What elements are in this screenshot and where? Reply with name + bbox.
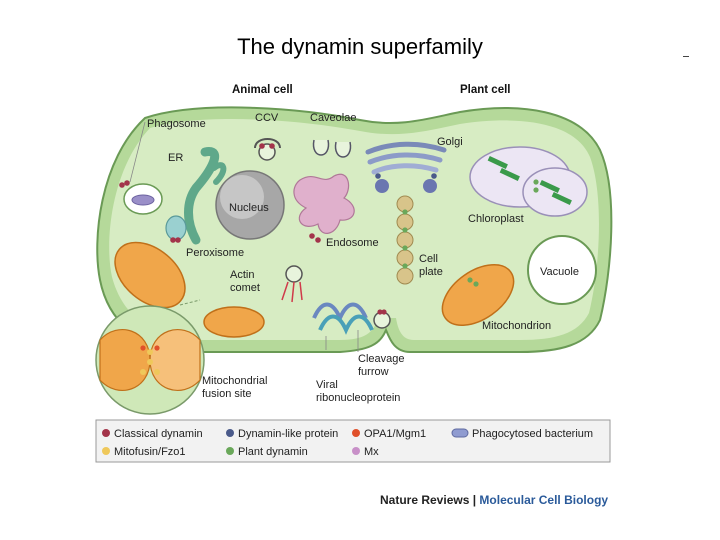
thylakoid-3 [539,179,560,193]
label-cleavage-1: Cleavage [358,353,404,365]
legend-item-mitofusin-fzo1: Mitofusin/Fzo1 [102,446,186,458]
thylakoid-4 [551,191,572,205]
legend-item-opa1-mgm1: OPA1/Mgm1 [352,428,426,440]
cell-plate-vesicle-5 [396,267,414,285]
caveola-2 [334,141,352,158]
ccv-pit [254,138,281,149]
label-fusion-2: fusion site [202,388,252,400]
label-endosome: Endosome [326,237,379,249]
label-viral-2: ribonucleoprotein [316,392,400,404]
golgi-cisterna-2 [367,152,443,165]
legend-item-mx: Mx [352,446,379,458]
caveola-1 [312,139,330,156]
phagocytosed-bacterium [131,194,155,206]
label-nucleus: Nucleus [229,202,269,214]
mitochondrion-animal-2 [203,306,265,338]
actin-comet [285,265,303,283]
header-plant-cell: Plant cell [460,84,511,96]
legend-item-classical-dynamin: Classical dynamin [102,428,203,440]
svg-text:Mitofusin/Fzo1: Mitofusin/Fzo1 [114,446,186,458]
golgi-vesicle-1 [375,179,389,193]
er [184,147,220,245]
stray-dash [683,56,689,57]
vacuole [527,235,597,305]
fusion-zoom-line [179,299,201,306]
mitochondrion-plant [441,264,515,326]
viral-rnp-2 [318,314,374,335]
golgi-cisterna-3 [371,163,439,175]
label-ccv: CCV [255,112,279,124]
label-viral-1: Viral [316,379,338,391]
label-mitochondrion: Mitochondrion [482,320,551,332]
slide-title: The dynamin superfamily [237,34,483,59]
actin-tail [281,281,303,303]
fusion-mito-right [149,329,201,391]
thylakoid-2 [499,167,520,181]
svg-text:OPA1/Mgm1: OPA1/Mgm1 [364,428,426,440]
svg-text:Dynamin-like protein: Dynamin-like protein [238,428,338,440]
peroxisome [165,215,187,241]
label-caveolae: Caveolae [310,112,356,124]
thylakoid-1 [487,155,508,169]
svg-text:Phagocytosed bacterium: Phagocytosed bacterium [472,428,593,440]
svg-text:Mx: Mx [364,446,379,458]
label-phagosome: Phagosome [147,118,206,130]
legend-item-phagocytosed-bacterium: Phagocytosed bacterium [451,428,593,440]
cleavage-vesicle [373,311,391,329]
label-peroxisome: Peroxisome [186,247,244,259]
golgi-cisterna-1 [365,141,447,155]
chloroplast-2 [522,167,588,217]
svg-text:Classical dynamin: Classical dynamin [114,428,203,440]
leader-phagosome [129,121,146,183]
endosome [293,173,355,234]
label-cell-plate-2: plate [419,266,443,278]
header-animal-cell: Animal cell [232,84,293,96]
golgi-vesicle-2 [423,179,437,193]
legend-item-dynamin-like-protein: Dynamin-like protein [226,428,338,440]
label-er: ER [168,152,183,164]
label-actin-1: Actin [230,269,254,281]
label-cell-plate-1: Cell [419,253,438,265]
label-chloroplast: Chloroplast [468,213,524,225]
label-vacuole: Vacuole [540,266,579,278]
journal-credit: Nature Reviews | Molecular Cell Biology [380,493,608,507]
label-cleavage-2: furrow [358,366,389,378]
fusion-mito-left [99,329,151,391]
label-golgi: Golgi [437,136,463,148]
mitochondrion-animal [114,241,186,309]
legend-box [95,419,611,463]
label-actin-2: comet [230,282,260,294]
dynamin-collars [119,143,539,375]
svg-text:Plant dynamin: Plant dynamin [238,446,308,458]
nucleus-highlight [220,175,264,219]
legend-item-plant-dynamin: Plant dynamin [226,446,308,458]
label-fusion-1: Mitochondrial [202,375,267,387]
er-fold [211,162,227,185]
